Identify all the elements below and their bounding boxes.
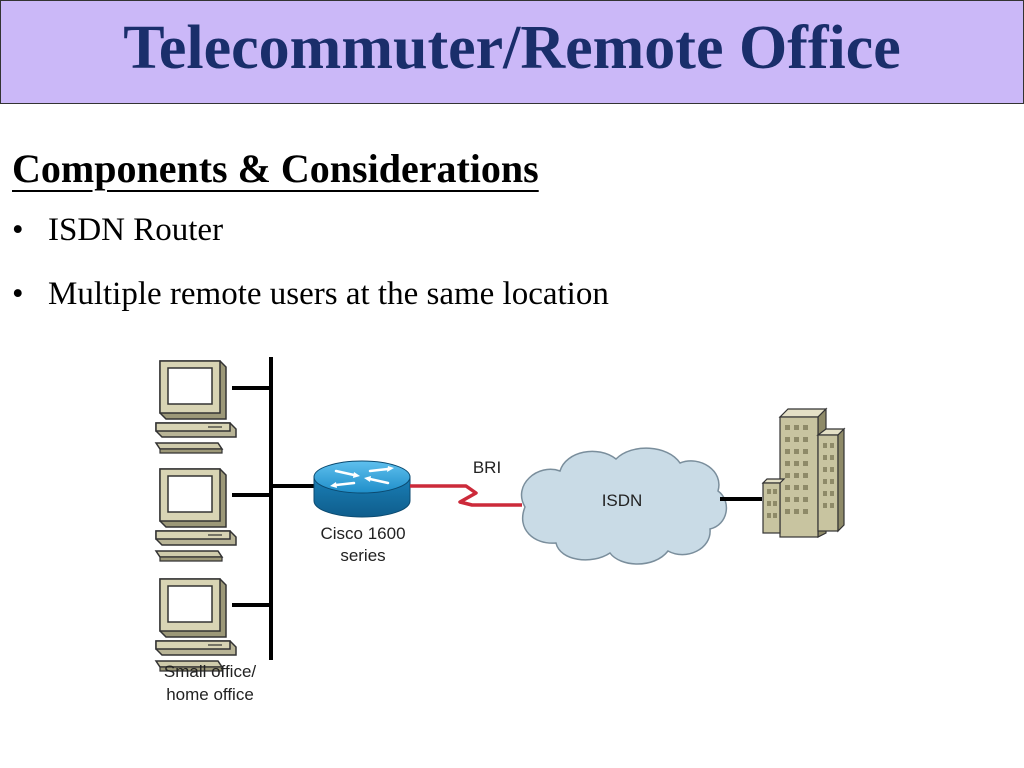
pc-icon [155,360,237,454]
bullet-item: • ISDN Router [12,212,609,276]
isdn-cloud-icon [520,447,728,565]
bullet-text: Multiple remote users at the same locati… [48,276,609,312]
section-heading: Components & Considerations [12,146,539,191]
building-icon [761,407,846,538]
network-diagram: BRI ISDN Cisco 1600 series Small office/… [120,325,880,735]
slide-title: Telecommuter/Remote Office [123,13,901,82]
router-label-line2: series [340,546,385,565]
isdn-cloud-label: ISDN [602,491,643,510]
bullet-dot-icon: • [12,212,24,248]
bullet-list: • ISDN Router • Multiple remote users at… [12,212,609,340]
bullet-text: ISDN Router [48,212,224,248]
bullet-dot-icon: • [12,276,24,312]
router-icon [313,460,411,518]
bullet-item: • Multiple remote users at the same loca… [12,276,609,340]
office-label-line1: Small office/ [164,662,257,681]
title-bar: Telecommuter/Remote Office [0,0,1024,104]
bri-link-line [410,484,522,507]
office-label-line2: home office [166,685,254,704]
pc-icon [155,468,237,562]
pc-icon [155,578,237,672]
router-label-line1: Cisco 1600 [320,524,405,543]
bri-label: BRI [473,458,501,477]
